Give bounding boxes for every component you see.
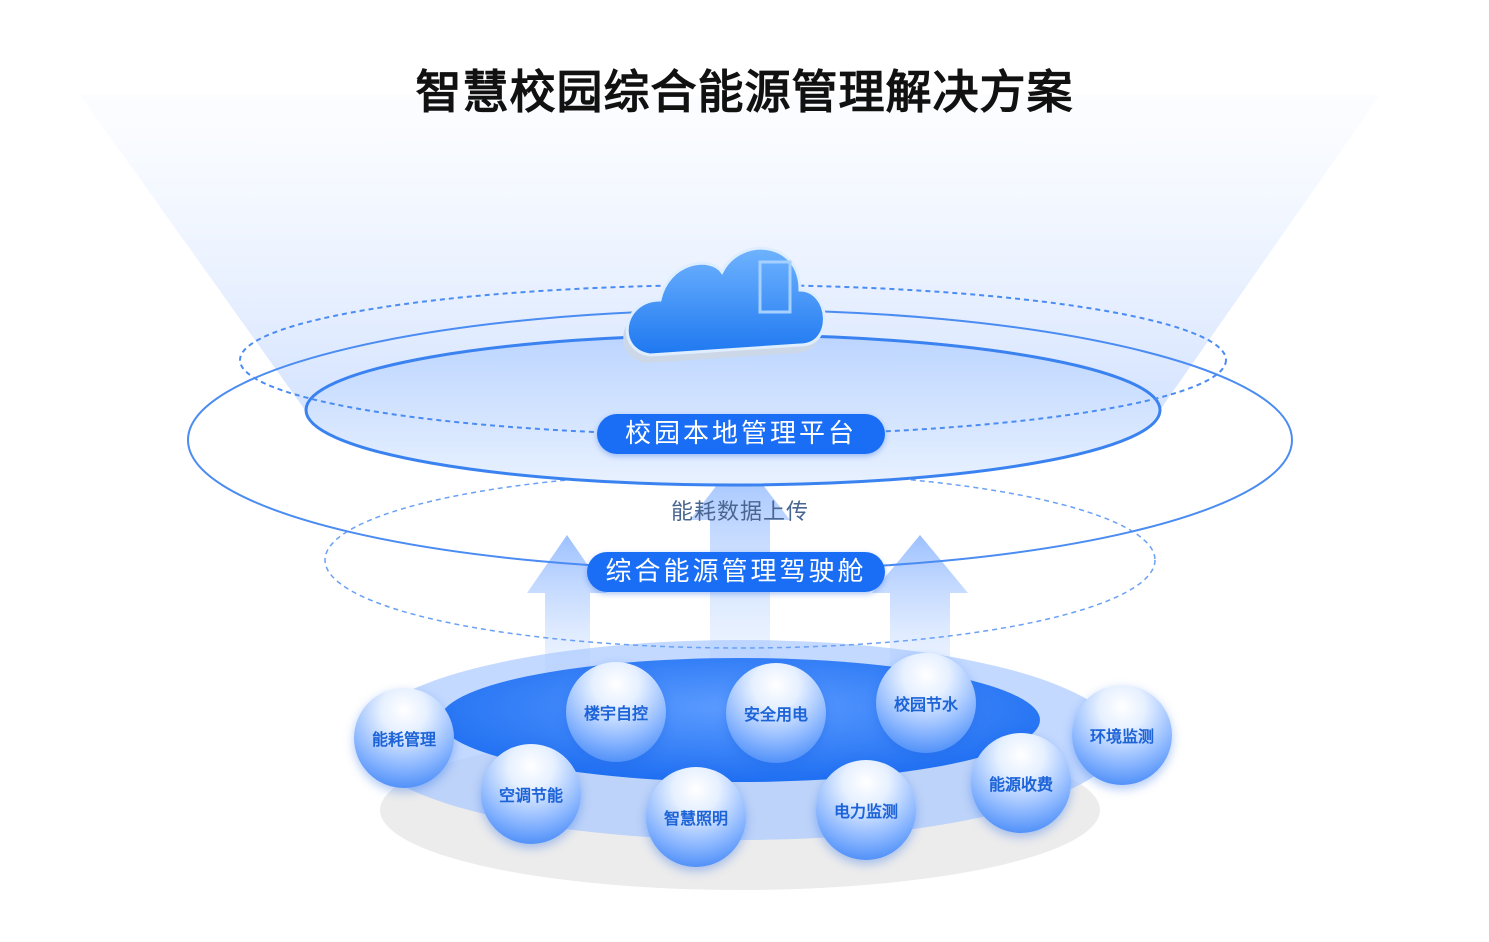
module-building-control: 楼宇自控: [566, 662, 666, 762]
module-energy-billing: 能源收费: [971, 733, 1071, 833]
cockpit-label: 综合能源管理驾驶舱: [587, 552, 885, 592]
module-hvac-saving: 空调节能: [481, 744, 581, 844]
platform-label: 校园本地管理平台: [597, 414, 885, 454]
cloud-icon: [623, 246, 826, 363]
module-energy-consumption: 能耗管理: [354, 688, 454, 788]
upload-label: 能耗数据上传: [670, 500, 809, 525]
module-power-monitoring: 电力监测: [816, 760, 916, 860]
module-environment-monitoring: 环境监测: [1072, 685, 1172, 785]
platform-disk: [304, 333, 1162, 487]
cockpit-dashed-ring: [324, 471, 1156, 649]
module-smart-lighting: 智慧照明: [646, 767, 746, 867]
light-beam: [80, 95, 1380, 410]
module-electrical-safety: 安全用电: [726, 663, 826, 763]
module-water-saving: 校园节水: [876, 653, 976, 753]
page-title: 智慧校园综合能源管理解决方案: [415, 65, 1074, 119]
